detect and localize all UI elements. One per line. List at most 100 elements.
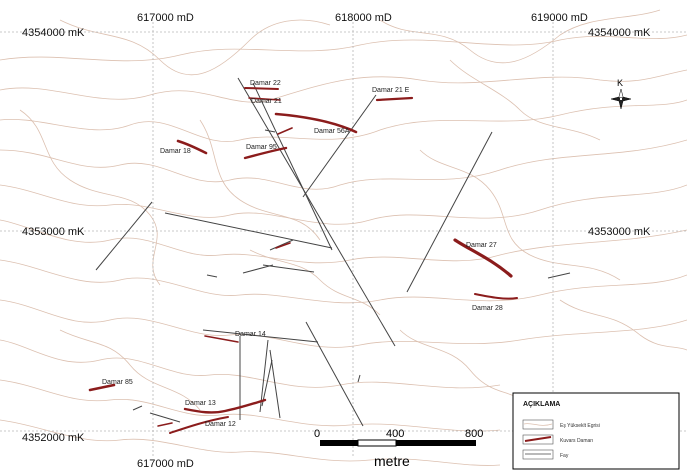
x-label-bottom-617000: 617000 mD xyxy=(137,458,194,470)
vein-12b xyxy=(157,422,173,427)
vein-label-21e: Damar 21 E xyxy=(372,87,410,94)
scale-segment-2 xyxy=(357,439,397,447)
vein-13 xyxy=(183,398,267,414)
vein-14 xyxy=(204,335,239,343)
x-label-top-619000: 619000 mD xyxy=(531,12,588,24)
contour-line xyxy=(199,119,321,241)
contour-line xyxy=(0,339,501,389)
quartz-veins xyxy=(88,87,518,434)
vein-18 xyxy=(176,139,208,155)
contour-line xyxy=(59,329,201,411)
contour-line xyxy=(0,219,687,264)
legend-item-fault: Fay xyxy=(560,453,569,459)
vein-label-21: Damar 21 xyxy=(251,98,282,105)
contour-line xyxy=(0,69,687,103)
vein-label-22: Damar 22 xyxy=(250,80,281,87)
vein-label-85: Damar 85 xyxy=(102,379,133,386)
vein-label-27: Damar 27 xyxy=(466,242,497,249)
x-label-top-618000: 618000 mD xyxy=(335,12,392,24)
y-label-left-4352000: 4352000 mK xyxy=(22,432,85,444)
contour-line xyxy=(0,419,501,466)
scale-tick-400: 400 xyxy=(386,428,404,440)
fault-line xyxy=(269,239,294,251)
vein-21 xyxy=(248,97,281,101)
scale-segment-1 xyxy=(320,440,358,446)
contour-line xyxy=(0,259,687,304)
vein-label-56a: Damar 56A xyxy=(314,128,350,135)
vein-label-28: Damar 28 xyxy=(472,305,503,312)
y-label-left-4354000: 4354000 mK xyxy=(22,27,85,39)
vein-21e xyxy=(375,96,414,102)
contour-lines xyxy=(0,9,687,466)
contour-line xyxy=(19,109,161,286)
contour-line xyxy=(0,299,687,348)
scale-unit: metre xyxy=(374,453,410,469)
vein-label-12: Damar 12 xyxy=(205,421,236,428)
fault-line xyxy=(357,374,361,383)
fault-line xyxy=(132,405,143,411)
legend-swatch-contour xyxy=(522,419,554,430)
contour-line xyxy=(0,34,687,62)
fault-line xyxy=(206,274,218,278)
y-label-left-4353000: 4353000 mK xyxy=(22,226,85,238)
vein-85 xyxy=(88,383,116,392)
north-label: K xyxy=(617,78,623,88)
fault-line xyxy=(547,272,571,279)
vein-labels: Damar 22 Damar 21 Damar 21 E Damar 56A D… xyxy=(102,80,503,428)
fault-line xyxy=(252,82,333,251)
scale-segment-3 xyxy=(396,440,476,446)
north-arrow: K xyxy=(610,78,632,110)
fault-line xyxy=(264,129,276,133)
vein-28 xyxy=(474,293,518,300)
legend: AÇIKLAMA Eş Yükseklt Egrisi Kuvars Damar… xyxy=(512,392,680,470)
north-arrow-center-icon xyxy=(619,97,623,101)
fault-line xyxy=(302,94,377,198)
legend-contour-icon xyxy=(523,423,553,426)
fault-line xyxy=(406,131,493,293)
faults xyxy=(95,77,571,427)
vein-label-18: Damar 18 xyxy=(160,148,191,155)
legend-swatch-fault xyxy=(522,449,554,460)
contour-line xyxy=(559,299,687,351)
fault-line xyxy=(237,77,396,347)
vein-label-14: Damar 14 xyxy=(235,331,266,338)
contour-line xyxy=(449,59,601,141)
fault-line xyxy=(95,201,153,271)
fault-line xyxy=(149,412,181,423)
fault-line xyxy=(261,359,273,407)
vein-95b xyxy=(277,127,293,135)
fault-line xyxy=(242,264,274,274)
vein-27 xyxy=(453,238,513,278)
contour-line xyxy=(399,329,521,401)
fault-line xyxy=(164,212,333,249)
scale-bar: 0 400 800 metre xyxy=(314,428,483,469)
fault-line xyxy=(262,264,315,273)
legend-item-contour: Eş Yükseklt Egrisi xyxy=(560,423,600,429)
fault-line xyxy=(305,321,364,427)
vein-center xyxy=(275,242,291,249)
fault-line xyxy=(202,329,319,343)
scale-tick-800: 800 xyxy=(465,428,483,440)
contour-line xyxy=(0,184,687,225)
legend-item-vein: Kuvars Damarı xyxy=(560,438,593,444)
vein-label-95: Damar 95 xyxy=(246,144,277,151)
y-label-right-4353000: 4353000 mK xyxy=(588,226,651,238)
vein-22 xyxy=(244,87,279,90)
vein-56a xyxy=(274,112,358,134)
contour-line xyxy=(0,99,687,142)
scale-tick-0: 0 xyxy=(314,428,320,440)
y-label-right-4354000: 4354000 mK xyxy=(588,27,651,39)
legend-vein-icon xyxy=(524,436,552,442)
vein-12 xyxy=(169,416,229,434)
legend-title: AÇIKLAMA xyxy=(523,401,560,408)
contour-line xyxy=(249,249,381,316)
contour-line xyxy=(379,9,661,64)
grid-labels: 617000 mD 618000 mD 619000 mD 617000 mD … xyxy=(22,12,651,470)
contour-line xyxy=(59,19,331,76)
vein-95 xyxy=(243,146,288,160)
contour-line xyxy=(419,149,621,281)
x-label-top-617000: 617000 mD xyxy=(137,12,194,24)
vein-label-13: Damar 13 xyxy=(185,400,216,407)
contour-line xyxy=(0,379,501,432)
